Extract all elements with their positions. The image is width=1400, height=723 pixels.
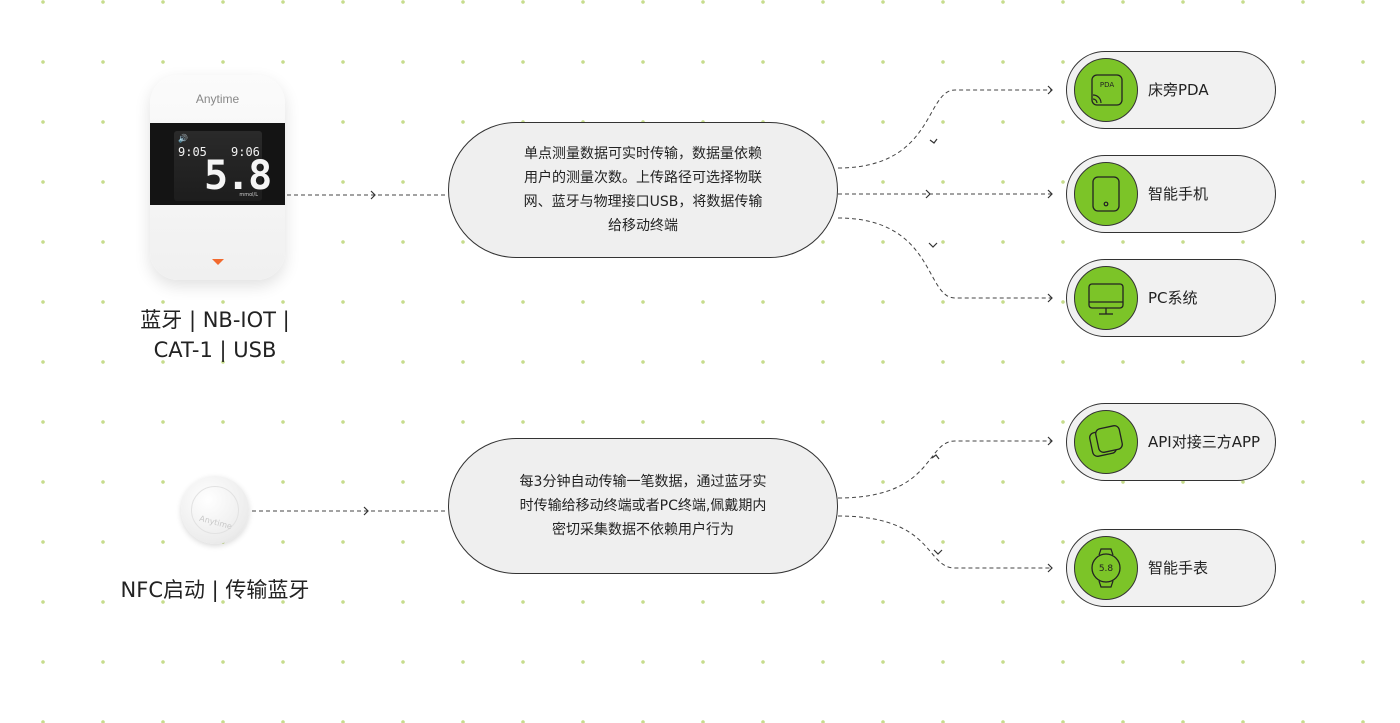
- meter-arrow-icon: [212, 259, 224, 265]
- sensor-brand: Anytime: [198, 513, 233, 532]
- meter-unit: mmol/L: [239, 192, 258, 198]
- target-pill-app: API对接三方APP: [1066, 403, 1276, 481]
- chevron-arrow: [1047, 85, 1053, 95]
- chevron-arrow: [933, 549, 943, 555]
- meter-time-right: 9:06: [231, 145, 260, 159]
- sensor-connectivity-label: NFC启动 | 传输蓝牙: [120, 578, 310, 602]
- connector-to-watch: [837, 515, 1052, 569]
- target-label-app: API对接三方APP: [1148, 433, 1261, 451]
- sensor-description-capsule: 每3分钟自动传输一笔数据，通过蓝牙实 时传输给移动终端或者PC终端,佩戴期内 密…: [448, 438, 838, 574]
- smartwatch-icon: 5.8: [1074, 536, 1138, 600]
- glucose-meter-device: Anytime 🔊 9:05 9:06 5.8 mmol/L: [150, 75, 285, 280]
- description-line: 网、蓝牙与物理接口USB，将数据传输: [523, 194, 763, 210]
- connector-to-pda: [837, 89, 1052, 169]
- description-line: 用户的测量次数。上传路径可选择物联: [524, 170, 762, 186]
- description-line: 时传输给移动终端或者PC终端,佩戴期内: [519, 498, 767, 514]
- description-line: 密切采集数据不依赖用户行为: [552, 522, 734, 538]
- chevron-arrow: [931, 454, 940, 460]
- meter-screen: 🔊 9:05 9:06 5.8 mmol/L: [150, 123, 285, 205]
- chevron-arrow: [1047, 563, 1053, 573]
- meter-label-line-2: CAT-1 | USB: [153, 338, 277, 362]
- watch-icon-text: 5.8: [1099, 564, 1114, 574]
- target-label-pc: PC系统: [1148, 289, 1198, 307]
- meter-brand: Anytime: [195, 92, 240, 106]
- app-cards-icon: [1074, 410, 1138, 474]
- monitor-icon: [1074, 266, 1138, 330]
- cgm-sensor-device: Anytime: [181, 476, 249, 544]
- chevron-arrow: [929, 138, 938, 144]
- meter-description-capsule: 单点测量数据可实时传输，数据量依赖 用户的测量次数。上传路径可选择物联 网、蓝牙…: [448, 122, 838, 258]
- chevron-arrow: [1047, 436, 1053, 446]
- target-pill-pda: PDA 床旁PDA: [1066, 51, 1276, 129]
- chevron-arrow: [1047, 189, 1053, 199]
- smartphone-icon: [1074, 162, 1138, 226]
- chevron-arrow: [928, 242, 938, 248]
- connector-to-app: [837, 440, 1052, 499]
- chevron-arrow: [370, 190, 376, 200]
- description-line: 单点测量数据可实时传输，数据量依赖: [524, 146, 762, 162]
- meter-lcd: 🔊 9:05 9:06 5.8 mmol/L: [174, 131, 272, 201]
- chevron-arrow: [925, 189, 931, 199]
- target-pill-watch: 5.8 智能手表: [1066, 529, 1276, 607]
- chevron-arrow: [363, 506, 369, 516]
- meter-connectivity-label: 蓝牙 | NB-IOT | CAT-1 | USB: [120, 305, 310, 365]
- description-line: 每3分钟自动传输一笔数据，通过蓝牙实: [519, 474, 767, 490]
- target-pill-smartphone: 智能手机: [1066, 155, 1276, 233]
- description-line: 给移动终端: [608, 218, 678, 234]
- meter-label-line-1: 蓝牙 | NB-IOT |: [140, 308, 290, 332]
- target-label-smartphone: 智能手机: [1148, 185, 1209, 203]
- target-pill-pc: PC系统: [1066, 259, 1276, 337]
- meter-reading: 5.8: [204, 153, 272, 199]
- target-label-watch: 智能手表: [1148, 559, 1209, 577]
- chevron-arrow: [1047, 293, 1053, 303]
- meter-time-left: 9:05: [178, 145, 207, 159]
- target-label-pda: 床旁PDA: [1148, 81, 1209, 99]
- connector-to-pc: [837, 217, 1052, 299]
- pda-icon-text: PDA: [1100, 81, 1114, 89]
- pda-icon: PDA: [1074, 58, 1138, 122]
- speaker-icon: 🔊: [178, 134, 188, 143]
